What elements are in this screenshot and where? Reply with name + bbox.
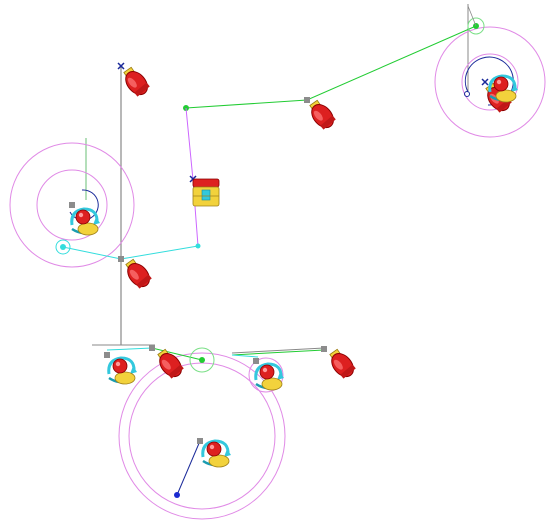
servo-upper-middle-icon[interactable] [306, 99, 339, 133]
bottom-outer-circle [118, 352, 286, 520]
bottom-right-circle [248, 357, 284, 393]
vertical-axis-top-right [467, 5, 477, 27]
green-node-bottom [199, 357, 205, 363]
bottom-inner-circle [128, 362, 276, 510]
green-link-top [185, 25, 477, 109]
joint-bottom-center-icon[interactable] [201, 439, 233, 469]
cyan-link-bottom-right [231, 354, 259, 358]
servo-left-base-icon[interactable] [122, 258, 155, 292]
cyan-link [62, 245, 199, 260]
square-marker-bottom-1 [104, 352, 110, 358]
square-marker-green-mid [304, 97, 310, 103]
joint-left-icon[interactable] [70, 207, 102, 237]
cyan-node-right [195, 243, 201, 249]
cyan-node-left [60, 244, 66, 250]
bottom-navy-link [176, 440, 201, 496]
square-marker-bottom-4 [321, 346, 327, 352]
green-ring-top-right [467, 17, 485, 35]
square-marker-axis-junction [118, 256, 124, 262]
green-ring-bottom [189, 347, 215, 373]
topright-outer-circle [434, 26, 546, 138]
square-marker-bottom-2 [149, 345, 155, 351]
cross-marker-top-right [481, 78, 489, 86]
servo-top-axis-icon[interactable] [120, 66, 153, 100]
grey-link-bottom-right [231, 347, 325, 354]
topright-navy-dot [464, 91, 470, 97]
green-link-bottom [151, 347, 203, 361]
servo-bottom-right-icon[interactable] [326, 348, 359, 382]
cyan-link-bottom [106, 347, 153, 351]
joint-bottom-1-icon[interactable] [107, 356, 139, 386]
green-link-bottom-right [231, 349, 325, 356]
left-inner-circle [36, 169, 108, 241]
toolbox-center-icon[interactable] [192, 178, 220, 207]
cross-marker-top-axis [117, 62, 125, 70]
topright-inner-circle [461, 53, 519, 111]
square-marker-bottom-center [197, 438, 203, 444]
cyan-ring-left [55, 239, 71, 255]
square-marker-left-joint [69, 202, 75, 208]
bottom-navy-dot [174, 492, 180, 498]
left-outer-circle [9, 142, 135, 268]
square-marker-bottom-3 [253, 358, 259, 364]
